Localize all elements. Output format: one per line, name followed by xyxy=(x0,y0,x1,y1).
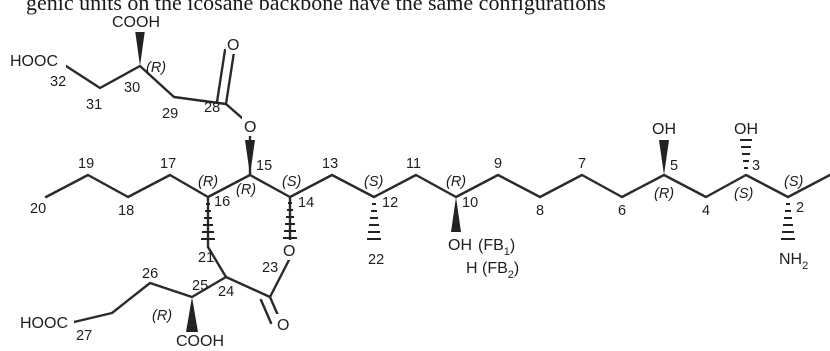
carbon-number-28: 28 xyxy=(204,100,220,116)
stereo-label-c12: (S) xyxy=(364,174,383,190)
carbon-number-11: 11 xyxy=(406,156,421,172)
carbon-number-24: 24 xyxy=(218,284,234,300)
stereo-label-c25: (R) xyxy=(152,308,172,324)
atom-h-fb2: H (FB2) xyxy=(466,260,519,281)
carbon-number-32: 32 xyxy=(50,74,66,90)
carbon-number-15: 15 xyxy=(256,158,272,174)
carbon-number-18: 18 xyxy=(118,203,134,219)
stereo-label-c3: (S) xyxy=(734,186,753,202)
carbon-number-26: 26 xyxy=(142,266,158,282)
atom-hooc-27: HOOC xyxy=(20,315,68,332)
carbon-number-21: 21 xyxy=(198,250,214,266)
carbon-number-19: 19 xyxy=(78,156,94,172)
carbon-numbers: 32 31 30 29 28 19 20 18 17 16 15 14 13 1… xyxy=(30,74,804,344)
carbon-number-29: 29 xyxy=(162,106,178,122)
stereo-label-c10: (R) xyxy=(446,174,466,190)
stereo-label-c14: (S) xyxy=(282,174,301,190)
atom-o-carbonyl-23: O xyxy=(277,317,289,334)
atom-nh2: NH2 xyxy=(779,251,808,272)
carbon-number-6: 6 xyxy=(618,203,626,219)
atom-o-ring: O xyxy=(283,243,295,260)
wedge-bonds xyxy=(135,30,669,332)
carbon-number-2: 2 xyxy=(796,200,804,216)
stereo-label-c15: (R) xyxy=(236,182,256,198)
carbon-number-27: 27 xyxy=(76,328,92,344)
stereo-label-c2: (S) xyxy=(784,174,803,190)
carbon-number-14: 14 xyxy=(298,195,314,211)
carbon-number-22: 22 xyxy=(368,252,384,268)
stereo-label-c30: (R) xyxy=(146,60,166,76)
atom-oh-3: OH xyxy=(734,121,758,138)
carbon-number-20: 20 xyxy=(30,201,46,217)
atom-cooh-bottom: COOH xyxy=(176,333,224,350)
atom-o-carbonyl-28: O xyxy=(227,37,239,54)
carbon-number-3: 3 xyxy=(752,158,760,174)
atom-o-ester-15: O xyxy=(244,119,256,136)
hashed-bonds xyxy=(201,139,795,240)
atom-oh-5: OH xyxy=(652,121,676,138)
carbon-number-25: 25 xyxy=(192,278,208,294)
carbon-number-8: 8 xyxy=(536,203,544,219)
carbon-number-31: 31 xyxy=(86,97,102,113)
carbon-number-17: 17 xyxy=(160,156,176,172)
stereo-descriptors: (R) (R) (R) (S) (S) (R) (R) (S) (S) (R) xyxy=(146,60,803,324)
atom-hooc-32: HOOC xyxy=(10,53,58,70)
carbon-number-23: 23 xyxy=(262,260,278,276)
stereo-label-c5: (R) xyxy=(654,186,674,202)
backbone-bonds xyxy=(44,64,830,324)
carbon-number-5: 5 xyxy=(670,158,678,174)
carbon-number-12: 12 xyxy=(382,195,398,211)
carbon-number-4: 4 xyxy=(702,203,710,219)
stereo-label-c16: (R) xyxy=(198,174,218,190)
carbon-number-9: 9 xyxy=(494,156,502,172)
carbon-number-10: 10 xyxy=(462,195,478,211)
atom-cooh-top: COOH xyxy=(112,14,160,31)
carbon-number-13: 13 xyxy=(322,156,338,172)
carbon-number-7: 7 xyxy=(578,156,586,172)
atom-oh-10-fb1: OH(FB1) xyxy=(448,237,515,258)
carbon-number-30: 30 xyxy=(124,80,140,96)
carbon-number-16: 16 xyxy=(214,194,230,210)
atom-labels: COOH HOOC O O O O HOOC COOH OH OH NH2 OH… xyxy=(8,10,808,350)
